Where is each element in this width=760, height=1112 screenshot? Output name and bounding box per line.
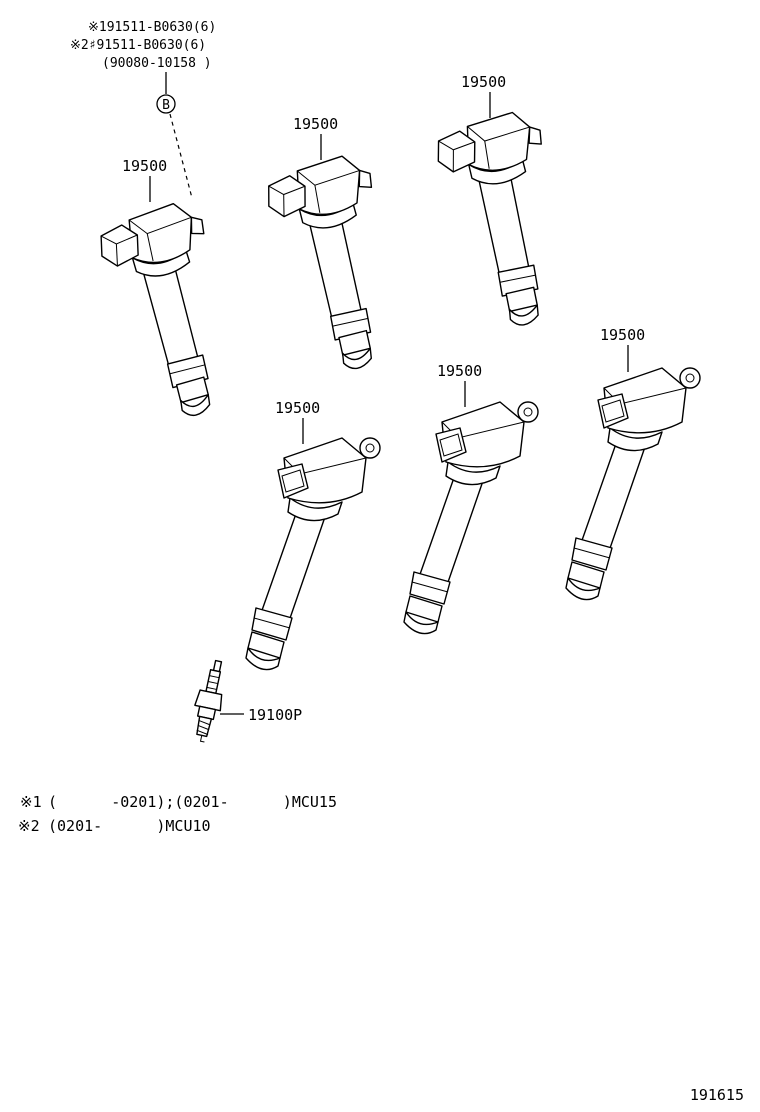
- ignition-coil-3: [433, 109, 558, 332]
- diagram-number: 191615: [690, 1086, 744, 1104]
- spark-plug-label: 19100P: [248, 706, 302, 724]
- ignition-coil-5: [403, 401, 539, 635]
- coil-3-label: 19500: [461, 73, 506, 91]
- ignition-coil-6: [565, 367, 701, 601]
- coil-2-label: 19500: [293, 115, 338, 133]
- coil-5-label: 19500: [437, 362, 482, 380]
- footnote-2-mark: ※2: [18, 817, 40, 835]
- footnote-1-mark: ※1: [20, 793, 42, 811]
- footnote-2-text: (0201- )MCU10: [48, 817, 211, 835]
- header-note-2: ※2♯91511-B0630(6): [70, 38, 206, 53]
- ref-marker-label: B: [162, 98, 170, 113]
- coil-6-label: 19500: [600, 326, 645, 344]
- ignition-coil-4: [245, 437, 381, 671]
- header-note-3: (90080-10158 ): [102, 56, 212, 71]
- spark-plug: [194, 659, 223, 743]
- coil-1-label: 19500: [122, 157, 167, 175]
- ref-dashed-leader: [169, 113, 193, 199]
- header-note-1: ※191511-B0630(6): [88, 20, 216, 35]
- ref-marker-circle: [156, 94, 176, 114]
- ignition-coil-1: [95, 199, 230, 426]
- coil-4-label: 19500: [275, 399, 320, 417]
- ignition-coil-2: [263, 152, 391, 377]
- footnote-1-text: ( -0201);(0201- )MCU15: [48, 793, 337, 811]
